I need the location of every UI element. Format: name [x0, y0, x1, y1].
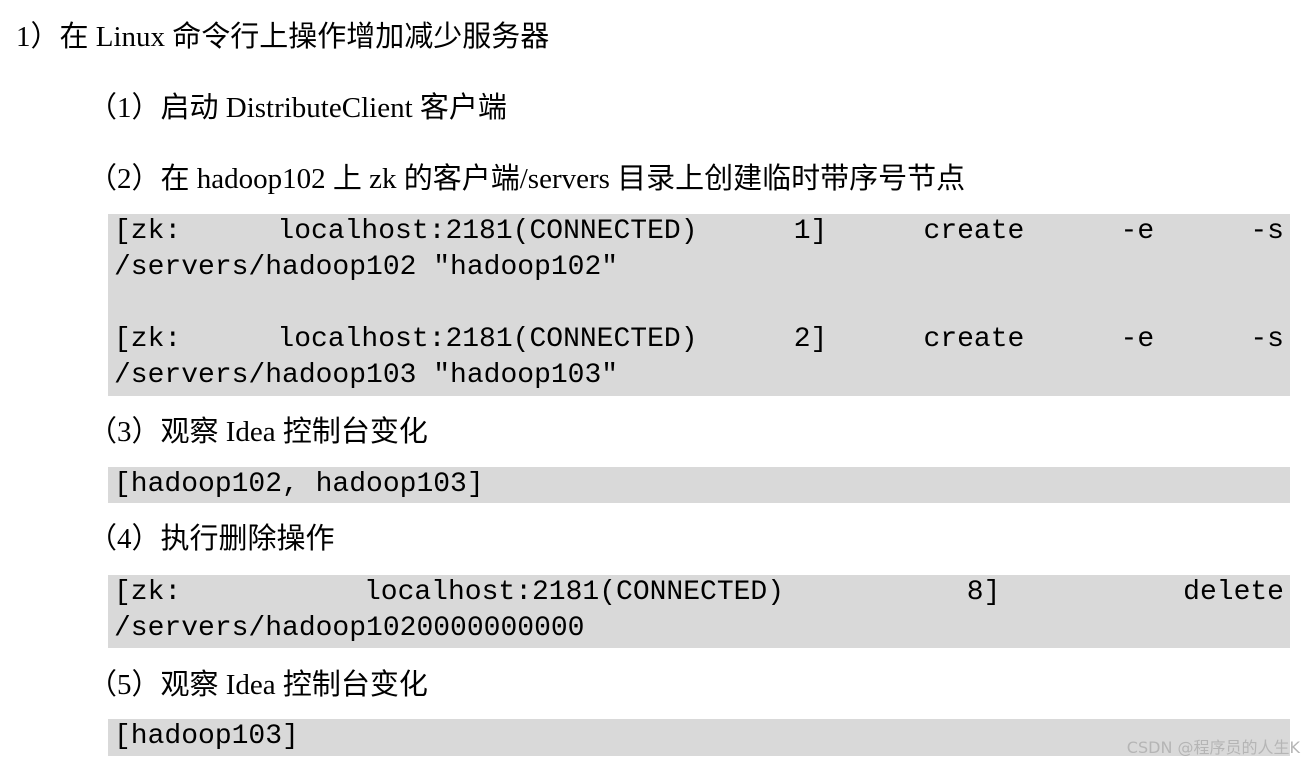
- step-3-label: （3）观察 Idea 控制台变化: [88, 416, 428, 448]
- code-token: [zk:: [114, 324, 182, 355]
- code-token: [zk:: [114, 577, 182, 608]
- code-token: -e: [1120, 216, 1155, 247]
- code-token: 1]: [793, 216, 828, 247]
- code-block-delete: [zk: localhost:2181(CONNECTED) 8] delete…: [108, 575, 1290, 648]
- step-5-label: （5）观察 Idea 控制台变化: [88, 669, 428, 701]
- code-line-delete-2: /servers/hadoop1020000000000: [114, 613, 585, 644]
- console-output-line: [hadoop103]: [114, 721, 299, 752]
- console-output-line: [hadoop102, hadoop103]: [114, 469, 484, 500]
- code-token: -s: [1250, 216, 1284, 247]
- code-line-create-1: [zk: localhost:2181(CONNECTED) 1] create…: [114, 214, 1284, 250]
- code-block-output-2: [hadoop103]: [108, 719, 1290, 756]
- watermark: CSDN @程序员的人生K: [1126, 738, 1300, 757]
- code-token: localhost:2181(CONNECTED): [363, 577, 785, 608]
- code-token: -s: [1250, 324, 1284, 355]
- code-token: [zk:: [114, 216, 182, 247]
- section-heading: 1）在 Linux 命令行上操作增加减少服务器: [16, 21, 550, 53]
- code-token: create: [923, 324, 1025, 355]
- code-line-delete-1: [zk: localhost:2181(CONNECTED) 8] delete: [114, 575, 1284, 611]
- code-line-create-2: /servers/hadoop102 "hadoop102": [114, 252, 619, 283]
- code-token: create: [923, 216, 1025, 247]
- code-token: 2]: [793, 324, 828, 355]
- code-token: localhost:2181(CONNECTED): [277, 324, 698, 355]
- code-token: -e: [1120, 324, 1155, 355]
- code-blank-line: [114, 286, 1284, 322]
- step-4-label: （4）执行删除操作: [88, 523, 335, 555]
- code-line-create-3: [zk: localhost:2181(CONNECTED) 2] create…: [114, 322, 1284, 358]
- code-block-create: [zk: localhost:2181(CONNECTED) 1] create…: [108, 214, 1290, 396]
- step-2-label: （2）在 hadoop102 上 zk 的客户端/servers 目录上创建临时…: [88, 163, 966, 195]
- code-line-create-4: /servers/hadoop103 "hadoop103": [114, 360, 619, 391]
- code-token: 8]: [966, 577, 1001, 608]
- code-token: delete: [1183, 577, 1284, 608]
- code-token: localhost:2181(CONNECTED): [277, 216, 698, 247]
- step-1-label: （1）启动 DistributeClient 客户端: [88, 92, 507, 124]
- code-block-output-1: [hadoop102, hadoop103]: [108, 467, 1290, 503]
